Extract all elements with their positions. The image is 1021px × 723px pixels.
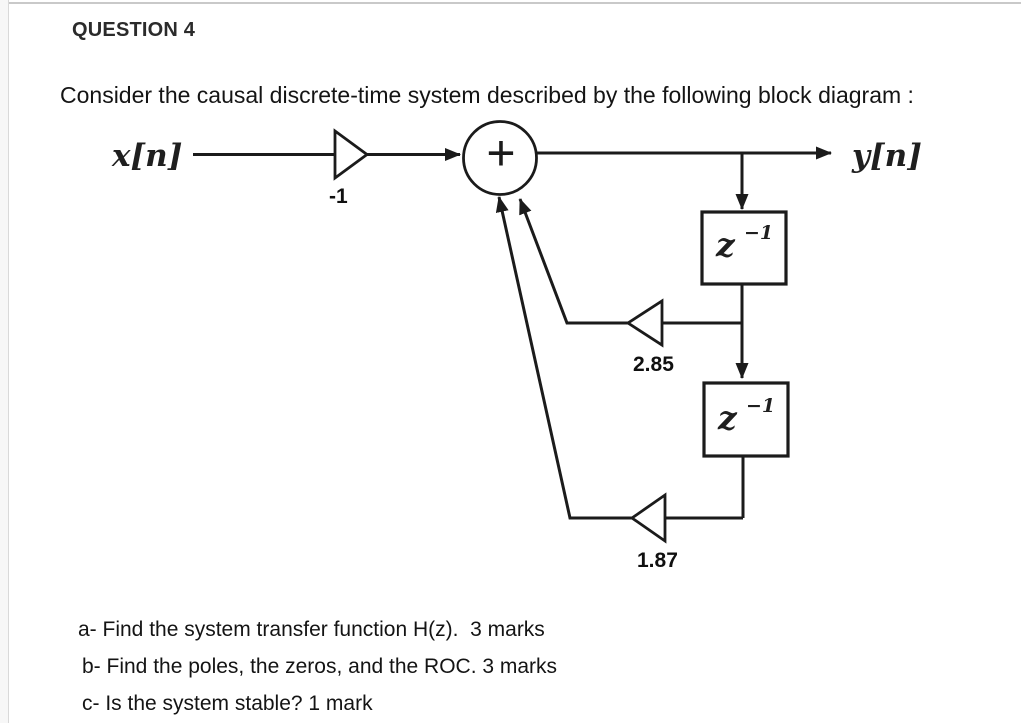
plus-icon: +: [486, 125, 515, 181]
delay-block-1: [700, 210, 788, 286]
question-header: QUESTION 4: [72, 19, 196, 41]
top-divider: [9, 2, 1021, 4]
feedback-gain-1-triangle-icon: [625, 298, 664, 348]
feedback-gain-2-label: 1.87: [637, 549, 678, 572]
delay1-label-exponent: −1: [744, 222, 773, 244]
intro-text: Consider the causal discrete-time system…: [60, 82, 914, 108]
summing-junction-circle: [462, 120, 538, 196]
left-divider: [8, 0, 9, 723]
question-item-b: b- Find the poles, the zeros, and the RO…: [82, 655, 558, 678]
feedback-gain-1-label: 2.85: [633, 353, 674, 376]
input-signal-label: x[n]: [111, 138, 182, 174]
question-item-a: a- Find the system transfer function H(z…: [78, 618, 545, 641]
question-item-c: c- Is the system stable? 1 mark: [82, 692, 373, 715]
feedback2-to-summer-wire: [495, 196, 632, 520]
delay2-label-base: z: [717, 398, 738, 437]
input-gain-label: -1: [329, 185, 348, 208]
feedback1-to-summer-wire: [518, 198, 628, 325]
delay1-label-base: z: [715, 225, 736, 264]
left-gutter: [0, 0, 8, 723]
feedback-gain-2-triangle-icon: [629, 492, 667, 544]
delay-block-2: [702, 381, 790, 458]
output-signal-label: y[n]: [851, 138, 922, 174]
delay2-label-exponent: −1: [746, 395, 775, 417]
input-gain-triangle-icon: [333, 128, 370, 181]
